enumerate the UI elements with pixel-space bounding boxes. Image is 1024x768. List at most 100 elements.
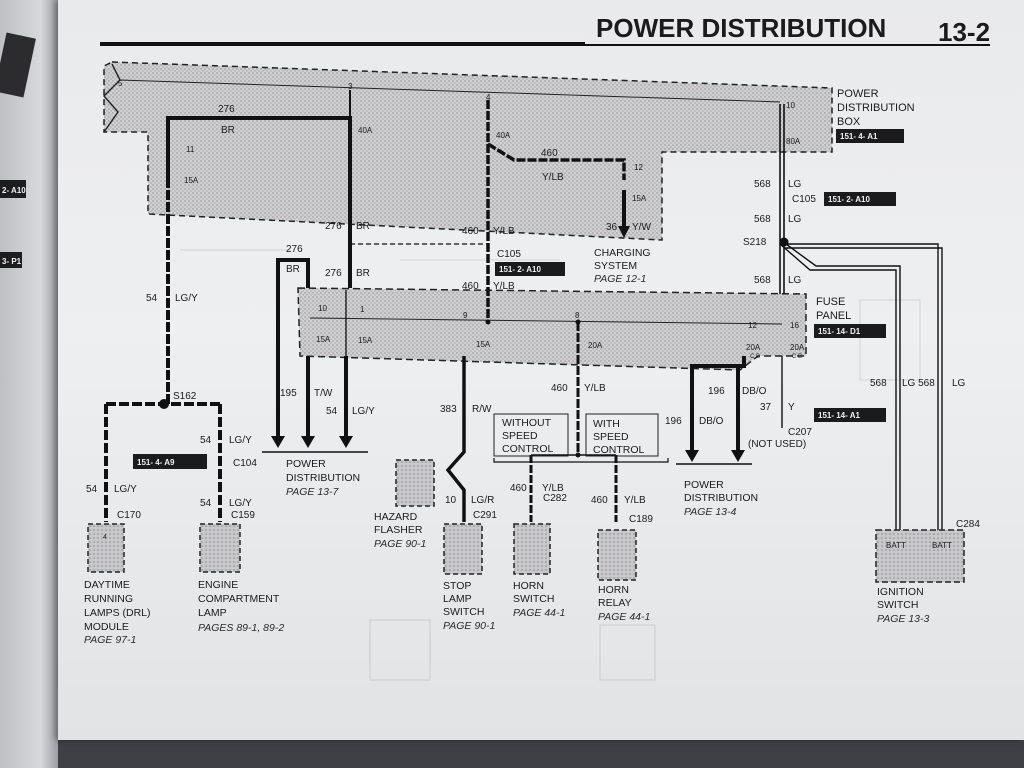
w54-4-col: LG/Y	[114, 484, 137, 495]
c284-label: C284	[956, 519, 980, 530]
without-sc-3: CONTROL	[502, 443, 553, 455]
drl-name-1: DAYTIME	[84, 579, 130, 591]
w568-3-num: 568	[754, 275, 771, 286]
w568-2-col: LG	[788, 214, 802, 225]
wire-labels: 276 BR 460 Y/LB 36 Y/W 276 BR 460 Y/LB 2…	[86, 104, 966, 509]
connector-labels: C105 151- 2- A10 C105 151- 2- A10 S218 S…	[117, 192, 980, 530]
horn-switch-name-1: HORN	[513, 580, 544, 592]
stop-lamp-switch-box	[443, 523, 483, 575]
w568-3-col: LG	[788, 275, 802, 286]
drl-module-box	[87, 523, 125, 573]
w196-2-col: DB/O	[699, 416, 724, 427]
w568-1-col: LG	[788, 179, 802, 190]
w276-left-num: 276	[286, 244, 303, 255]
pdb-term-3: 3	[348, 82, 353, 91]
w460-sc-num: 460	[551, 383, 568, 394]
side-tag-2: 2- A10	[2, 186, 26, 195]
w460-h2-col: Y/LB	[624, 495, 646, 506]
horn-relay-box	[597, 529, 637, 581]
pdb-name-1: POWER	[837, 88, 879, 100]
pdb-term-12: 12	[634, 163, 643, 172]
page-header: POWER DISTRIBUTION 13-2	[100, 10, 990, 47]
w383-col: R/W	[472, 404, 492, 415]
without-sc-2: SPEED	[502, 430, 538, 442]
w37-num: 37	[760, 402, 772, 413]
pdb-term-4: 4	[486, 93, 491, 102]
w568-1-num: 568	[754, 179, 771, 190]
w460-low-num: 460	[462, 281, 479, 292]
charging-name-1: CHARGING	[594, 247, 651, 259]
w460-h1-col: Y/LB	[542, 483, 564, 494]
w276-mid-col: BR	[356, 221, 370, 232]
w54-1-num: 54	[146, 293, 158, 304]
pdb-term-10: 10	[786, 101, 795, 110]
drl-pin: 4	[103, 534, 107, 541]
fp-term-1: 1	[360, 305, 365, 314]
pd2-name-1: POWER	[684, 479, 724, 491]
w276-left-col: BR	[286, 264, 300, 275]
w276-low-col: BR	[356, 268, 370, 279]
pdb-name-3: BOX	[837, 116, 861, 128]
charging-page: PAGE 12-1	[594, 273, 646, 285]
horn-switch-box	[513, 523, 551, 575]
fp-name-2: PANEL	[816, 310, 851, 322]
fp-cb-2: C B	[792, 354, 802, 360]
horn-relay-name-2: RELAY	[598, 597, 632, 609]
charging-name-2: SYSTEM	[594, 260, 637, 272]
drl-name-3: LAMPS (DRL)	[84, 607, 151, 619]
pdb-term-11: 11	[186, 145, 195, 154]
w36-num: 36	[606, 222, 618, 233]
stop-lamp-name-1: STOP	[443, 580, 471, 592]
w460-top-col: Y/LB	[542, 172, 564, 183]
reference-labels: CHARGING SYSTEM PAGE 12-1 POWER DISTRIBU…	[286, 247, 758, 518]
w10-num: 10	[445, 495, 457, 506]
fp-term-10: 10	[318, 304, 327, 313]
pdb-term-5: 5	[118, 79, 123, 88]
c189-label: C189	[629, 514, 653, 525]
stop-lamp-page: PAGE 90-1	[443, 620, 495, 632]
w196-1-col: DB/O	[742, 386, 767, 397]
engine-lamp-box	[199, 523, 241, 573]
w276-top-col: BR	[221, 125, 235, 136]
fp-term-16: 16	[790, 321, 799, 330]
w54-3-num: 54	[200, 435, 212, 446]
drl-page: PAGE 97-1	[84, 634, 136, 646]
w54-2-col: LG/Y	[352, 406, 375, 417]
with-sc-2: SPEED	[593, 431, 629, 443]
ignition-name-1: IGNITION	[877, 586, 924, 598]
hazard-name-1: HAZARD	[374, 511, 418, 523]
pdb-fuse-80a: 80A	[786, 137, 801, 146]
w54-1-col: LG/Y	[175, 293, 198, 304]
fp-fuse-20a-3: 20A	[790, 343, 805, 352]
w460-mid-num: 460	[462, 226, 479, 237]
c105-mid-tag: 151- 2- A10	[499, 265, 542, 274]
c105-top-tag: 151- 2- A10	[828, 195, 871, 204]
w568-5-col: LG	[952, 378, 966, 389]
s162-dot	[159, 399, 169, 409]
fp-term-9: 9	[463, 311, 468, 320]
c207-note: (NOT USED)	[748, 439, 806, 450]
c104-label: C104	[233, 458, 257, 469]
ign-batt-1: BATT	[886, 541, 906, 550]
w54-4-num: 54	[86, 484, 98, 495]
w54-2-num: 54	[326, 406, 338, 417]
ign-batt-2: BATT	[932, 541, 952, 550]
w196-1-num: 196	[708, 386, 725, 397]
c291-label: C291	[473, 510, 497, 521]
splices	[159, 237, 789, 458]
fp-locator: 151- 14- D1	[818, 327, 861, 336]
s218-dot	[779, 237, 789, 247]
s218-label: S218	[743, 237, 767, 248]
stop-lamp-name-2: LAMP	[443, 593, 472, 605]
fp-fuse-15a-1: 15A	[316, 335, 331, 344]
w276-top-num: 276	[218, 104, 235, 115]
w54-3-col: LG/Y	[229, 435, 252, 446]
w276-low-num: 276	[325, 268, 342, 279]
horn-switch-name-2: SWITCH	[513, 593, 554, 605]
page-number: 13-2	[938, 17, 990, 47]
pd2-name-2: DISTRIBUTION	[684, 492, 758, 504]
ignition-name-2: SWITCH	[877, 599, 918, 611]
fp-fuse-15a-3: 15A	[476, 340, 491, 349]
